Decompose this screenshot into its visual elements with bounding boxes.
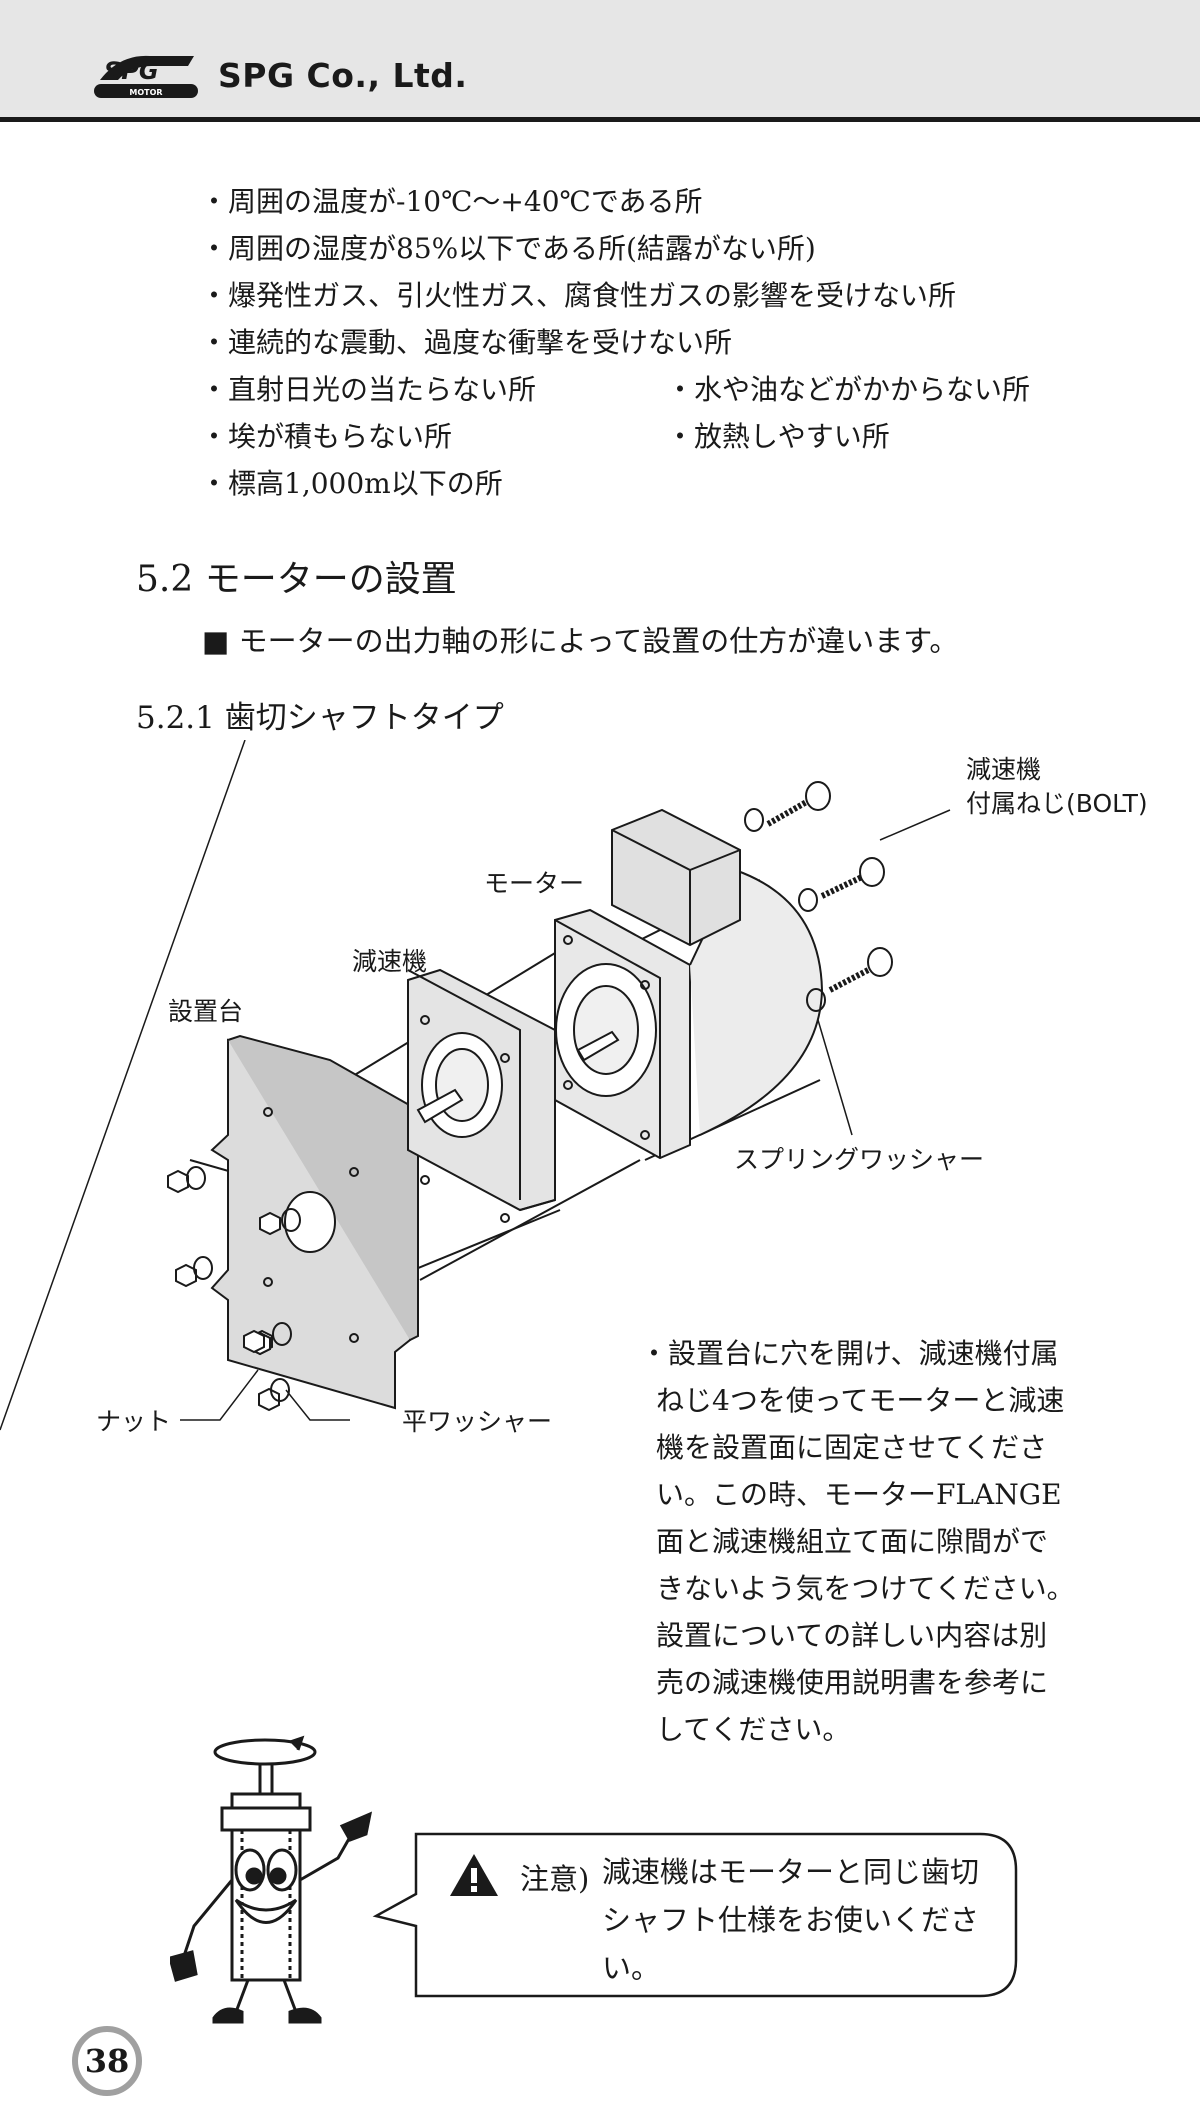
instruction-line: ・設置台に穴を開け、減速機付属	[640, 1337, 1059, 1370]
condition-item: ・標高1,000m以下の所	[200, 466, 503, 500]
caution-line: 減速機はモーターと同じ歯切	[602, 1855, 980, 1889]
caution-text: 減速機はモーターと同じ歯切 シャフト仕様をお使いくださ い。	[602, 1848, 1012, 1992]
condition-row: ・埃が積もらない所 ・放熱しやすい所	[200, 411, 1100, 458]
label-motor: モーター	[484, 869, 585, 898]
condition-row: ・連続的な震動、過度な衝撃を受けない所	[200, 317, 1100, 364]
instruction-line: い。この時、モーターFLANGE	[656, 1478, 1062, 1511]
condition-item: ・爆発性ガス、引火性ガス、腐食性ガスの影響を受けない所	[200, 278, 957, 312]
logo-subtext: MOTOR	[129, 88, 162, 97]
condition-row: ・直射日光の当たらない所 ・水や油などがかからない所	[200, 364, 1100, 411]
label-flat-washer: 平ワッシャー	[402, 1407, 553, 1436]
condition-row: ・周囲の温度が-10℃～+40℃である所	[200, 176, 1100, 223]
exploded-assembly-diagram: 減速機 付属ねじ(BOLT) モーター 減速機 設置台 スプリングワッシャー ナ…	[0, 739, 1200, 1460]
caution-line: シャフト仕様をお使いくださ	[602, 1903, 980, 1937]
label-reducer: 減速機	[352, 947, 428, 976]
instruction-line: 機を設置面に固定させてくださ	[656, 1431, 1048, 1464]
subsection-title: 5.2.1 歯切シャフトタイプ	[136, 700, 504, 736]
spg-logo-icon: SPG MOTOR	[94, 55, 198, 98]
instruction-line: してください。	[656, 1713, 851, 1746]
condition-item: ・水や油などがかからない所	[666, 372, 1031, 406]
condition-row: ・標高1,000m以下の所	[200, 458, 1100, 505]
page-header: SPG MOTOR SPG Co., Ltd.	[0, 0, 1200, 122]
instruction-line: 売の減速機使用説明書を参考に	[656, 1666, 1049, 1699]
instruction-line: きないよう気をつけてください。	[656, 1572, 1075, 1605]
label-reducer-bolt-line1: 減速機	[966, 755, 1042, 784]
condition-item: ・連続的な震動、過度な衝撃を受けない所	[200, 325, 733, 359]
condition-item: ・放熱しやすい所	[666, 419, 890, 453]
warning-triangle-icon	[450, 1854, 498, 1896]
label-mount-base: 設置台	[168, 997, 244, 1026]
label-spring-washer: スプリングワッシャー	[734, 1145, 985, 1174]
mount-base-shape	[210, 1034, 419, 1410]
page-number: 38	[72, 2026, 142, 2096]
company-name: SPG Co., Ltd.	[218, 56, 468, 95]
logo-text: SPG	[104, 57, 159, 85]
condition-item: ・周囲の湿度が85%以下である所(結露がない所)	[200, 231, 816, 265]
label-reducer-bolt-line2: 付属ねじ(BOLT)	[966, 789, 1148, 818]
section-note: ■ モーターの出力軸の形によって設置の仕方が違います。	[202, 624, 959, 658]
condition-row: ・爆発性ガス、引火性ガス、腐食性ガスの影響を受けない所	[200, 270, 1100, 317]
condition-item: ・直射日光の当たらない所	[200, 372, 537, 406]
instruction-line: 面と減速機組立て面に隙間がで	[656, 1525, 1049, 1558]
assembly-illustration	[0, 739, 951, 1431]
instruction-line: ねじ4つを使ってモーターと減速	[656, 1384, 1065, 1417]
condition-item: ・周囲の温度が-10℃～+40℃である所	[200, 184, 703, 218]
condition-item: ・埃が積もらない所	[200, 419, 453, 453]
installation-conditions: ・周囲の温度が-10℃～+40℃である所 ・周囲の湿度が85%以下である所(結露…	[200, 176, 1100, 505]
caution-label: 注意)	[520, 1862, 590, 1896]
section-title: 5.2 モーターの設置	[136, 559, 457, 600]
instruction-line: 設置についての詳しい内容は別	[656, 1619, 1048, 1652]
bolt-set	[744, 781, 893, 1012]
motor-shape	[554, 808, 824, 1160]
reducer-shape	[407, 968, 556, 1223]
installation-instructions: ・設置台に穴を開け、減速機付属 ねじ4つを使ってモーターと減速 機を設置面に固定…	[640, 1330, 1080, 1753]
nut-and-washer-set	[167, 1166, 301, 1412]
label-nut: ナット	[96, 1407, 172, 1436]
mascot-motor-character-icon	[170, 1735, 373, 2024]
caution-line: い。	[602, 1951, 661, 1985]
caution-speech-bubble	[372, 1832, 1018, 1998]
condition-row: ・周囲の湿度が85%以下である所(結露がない所)	[200, 223, 1100, 270]
